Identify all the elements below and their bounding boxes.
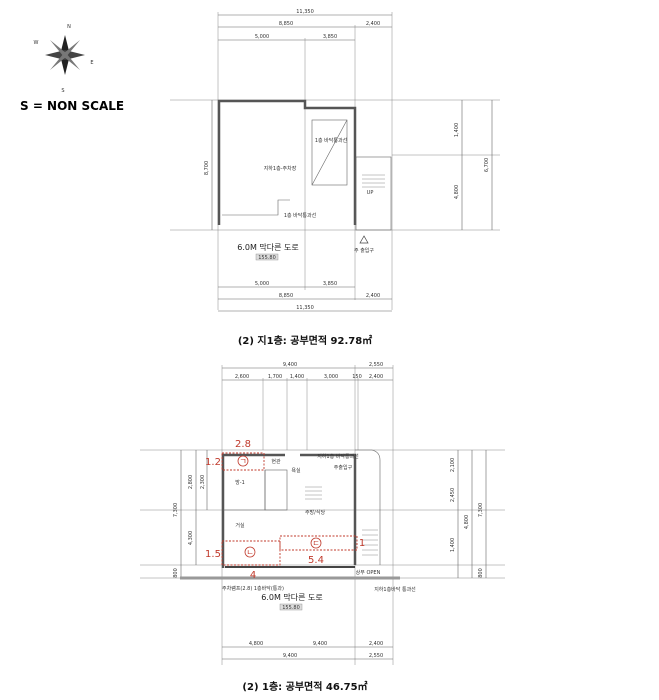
label-right-note: 지하1층바닥 통과선 [374, 586, 416, 593]
dim-d4: 3,000 [324, 374, 338, 380]
road-label: 6.0M 막다른 도로 [237, 242, 299, 252]
dim-right-lower: 4,800 [454, 185, 460, 199]
label-parking: 지하1층-주차장 [264, 165, 297, 172]
dim-left-height: 8,700 [204, 161, 210, 175]
dim-right-e: 800 [478, 568, 484, 578]
label-upper-note2: 주출입구 [334, 464, 353, 471]
markup-c-width: 5.4 [308, 555, 324, 566]
markup-b-height: 1.5 [205, 549, 221, 560]
markup-c: ㄷ 5.4 1 [279, 535, 365, 566]
compass-rose-icon: N W E S [34, 24, 94, 94]
road-label: 6.0M 막다른 도로 [261, 592, 323, 602]
label-living: 거실 [235, 522, 245, 529]
dim-sub2: 3,850 [323, 34, 337, 40]
label-kitchen: 주방/식당 [305, 509, 325, 516]
compass-north: N [67, 24, 71, 30]
markup-b-width: 4 [250, 570, 256, 581]
dim-d3: 1,400 [290, 374, 304, 380]
basement-plan: 11,350 8,850 2,400 5,000 3,850 8,700 1,4… [170, 9, 500, 347]
dim-bottom-right: 2,400 [366, 293, 380, 299]
dim-total: 11,350 [296, 9, 314, 15]
compass-south: S [61, 88, 64, 94]
dim-right: 2,400 [366, 21, 380, 27]
ground-caption: (2) 1층: 공부면적 46.75㎡ [242, 680, 367, 693]
label-entry: 현관 [271, 458, 281, 465]
label-bath: 욕실 [291, 467, 301, 474]
label-upper-note: 지하1층 바닥통과선 [317, 453, 359, 460]
markup-a-height: 1.2 [205, 457, 221, 468]
label-room1: 방-1 [235, 479, 245, 486]
dim-bottom-d2: 9,400 [313, 641, 327, 647]
dim-bottom-t2: 2,550 [369, 653, 383, 659]
markup-c-height: 1 [359, 538, 365, 549]
entrance-label: 주 출입구 [354, 247, 374, 254]
dim-bottom-total: 11,350 [296, 305, 314, 311]
dim-right-a: 2,100 [450, 458, 456, 472]
dim-right-b: 2,450 [450, 488, 456, 502]
scale-note: S = NON SCALE [20, 99, 124, 113]
dim-d2: 1,700 [268, 374, 282, 380]
dim-side: 2,550 [369, 362, 383, 368]
dim-left-c: 4,300 [188, 531, 194, 545]
dim-d1: 2,600 [235, 374, 249, 380]
dim-bottom-d1: 4,800 [249, 641, 263, 647]
markup-b-symbol: ㄴ [246, 548, 253, 557]
label-left-note: 주차램프(2.8) 1층바닥(통과) [222, 585, 284, 592]
dim-right-upper: 1,400 [454, 123, 460, 137]
dim-right-total: 6,700 [484, 158, 490, 172]
dim-main: 9,400 [283, 362, 297, 368]
dim-right-c: 4,800 [464, 515, 470, 529]
markup-a-width: 2.8 [235, 439, 251, 450]
road-badge: 155.80 [258, 255, 276, 261]
dim-left-b: 2,300 [200, 475, 206, 489]
markup-c-symbol: ㄷ [312, 539, 319, 548]
dim-bottom-left: 8,850 [279, 293, 293, 299]
entrance-arrow-icon [359, 235, 369, 244]
dim-bottom-sub2: 3,850 [323, 281, 337, 287]
road-badge: 155.80 [282, 605, 300, 611]
markup-a: ㄱ 2.8 1.2 [205, 439, 265, 471]
compass-west: W [34, 40, 39, 46]
dim-left-a: 2,800 [188, 475, 194, 489]
dim-left-total: 7,300 [173, 503, 179, 517]
basement-caption: (2) 지1층: 공부면적 92.78㎡ [238, 334, 372, 347]
dim-d5: 150 [352, 374, 362, 380]
label-ramp-bottom: 1층 바닥통과선 [284, 212, 317, 219]
dim-right-total: 7,300 [478, 503, 484, 517]
dim-sub1: 5,000 [255, 34, 269, 40]
compass-east: E [90, 60, 93, 66]
markup-a-symbol: ㄱ [239, 457, 246, 466]
label-stair: UP [367, 190, 374, 196]
dim-left: 8,850 [279, 21, 293, 27]
label-ramp-top: 1층 바닥통과선 [315, 137, 348, 144]
ground-floor-plan: 9,400 2,550 2,600 1,700 1,400 3,000 150 … [140, 362, 505, 693]
dim-bottom-d3: 2,400 [369, 641, 383, 647]
dim-bottom-sub1: 5,000 [255, 281, 269, 287]
label-open: 상부 OPEN [356, 569, 381, 576]
dim-bottom-t1: 9,400 [283, 653, 297, 659]
dim-right-d: 1,400 [450, 538, 456, 552]
markup-b: ㄴ 1.5 4 [205, 540, 281, 581]
dim-left-d: 800 [173, 568, 179, 578]
dim-d6: 2,400 [369, 374, 383, 380]
